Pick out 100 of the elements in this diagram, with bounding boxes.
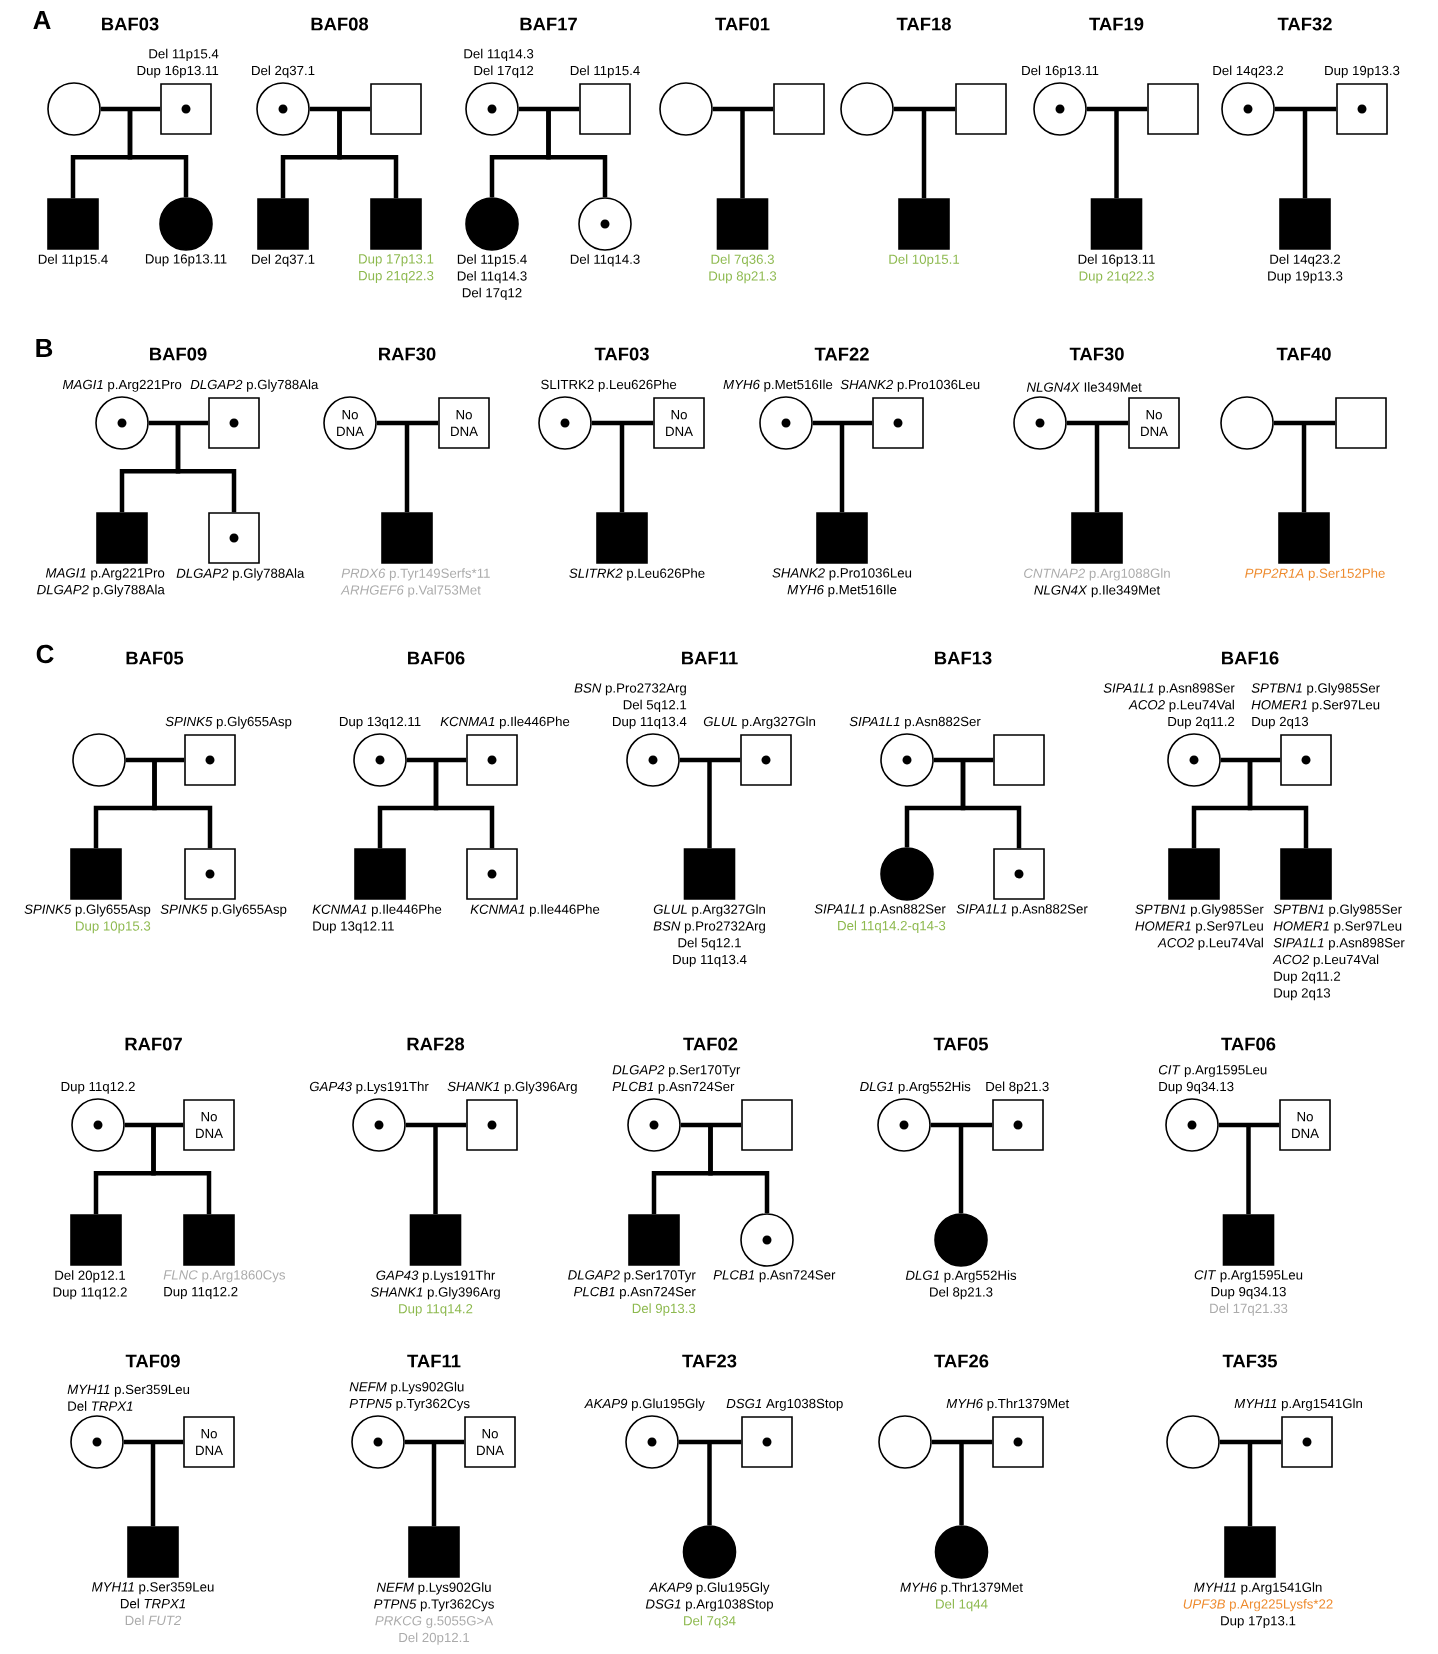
family-title: TAF30	[1069, 347, 1124, 361]
node-label: Del 5q12.1	[678, 937, 741, 951]
pedigree-square: No DNA	[183, 1099, 235, 1151]
node-label: GLUL p.Arg327Gln	[653, 904, 765, 917]
pedigree-square	[1147, 83, 1199, 135]
pedigree-square	[408, 1526, 460, 1578]
variant-annotation: SHANK1 p.Gly396Arg	[447, 1081, 577, 1094]
pedigree-circle	[95, 396, 149, 450]
descent-line	[1247, 1442, 1253, 1527]
variant-annotation: Del 16p13.11	[1022, 65, 1099, 78]
descent-line	[1301, 423, 1307, 513]
variant-annotation: KCNMA1 p.Ile446Phe Dup 13q12.11	[312, 904, 442, 934]
variant-annotation: Del 11q14.3	[570, 254, 640, 267]
variant-annotation: KCNMA1 p.Ile446Phe	[470, 904, 600, 917]
variant-annotation: Dup 13q12.11	[339, 716, 421, 729]
pedigree-square: No DNA	[1128, 397, 1180, 449]
pedigree-square	[208, 512, 260, 564]
pedigree-circle	[578, 197, 632, 251]
variant-annotation: Del 11p15.4 Dup 16p13.11	[137, 48, 219, 78]
mating-line	[680, 1122, 742, 1128]
variant-annotation: PRDX6 p.Tyr149Serfs*11 ARHGEF6 p.Val753Met	[340, 568, 490, 598]
family-title: TAF35	[1222, 1354, 1277, 1368]
mating-line	[518, 106, 580, 112]
pedigree-circle	[1013, 396, 1067, 450]
mating-line	[100, 106, 161, 112]
mating-line	[1273, 420, 1336, 426]
mating-line	[309, 106, 371, 112]
variant-annotation: Del 7q36.3 Dup 8p21.3	[709, 254, 777, 284]
node-label: NEFM p.Lys902Glu	[376, 1582, 491, 1595]
variant-annotation: DSG1 Arg1038Stop	[726, 1398, 843, 1411]
pedigree-square	[1279, 198, 1331, 250]
node-label: SIPA1L1 p.Asn898Ser	[1273, 938, 1405, 951]
pedigree-square	[184, 734, 236, 786]
pedigree-square	[96, 512, 148, 564]
descent-line	[337, 109, 399, 199]
variant-annotation: Del 10p15.1	[889, 254, 960, 267]
pedigree-square	[993, 734, 1045, 786]
variant-annotation: Del 11p15.4	[38, 254, 108, 267]
pedigree-circle	[880, 733, 934, 787]
pedigree-square	[1336, 83, 1388, 135]
variant-annotation: Del 14q23.2	[1213, 65, 1284, 78]
family-title: TAF05	[933, 1037, 988, 1051]
variant-annotation: Dup 17p13.1 Dup 21q22.3	[359, 254, 434, 283]
descent-line	[127, 109, 189, 198]
pedigree-circle	[351, 1415, 405, 1469]
family-title: BAF05	[126, 651, 184, 665]
pedigree-square	[816, 512, 868, 564]
variant-annotation: GLUL p.Arg327Gln BSN p.Pro2732Arg Del 5q12.1 Dup 11q13.4	[653, 904, 765, 967]
mating-line	[679, 757, 741, 763]
family-title: TAF23	[682, 1354, 737, 1368]
pedigree-circle	[625, 1415, 679, 1469]
panel-letter: B	[36, 339, 53, 357]
mating-line	[893, 106, 956, 112]
family-title: BAF08	[311, 17, 369, 31]
pedigree-square	[1281, 1416, 1333, 1468]
variant-annotation: SPINK5 p.Gly655Asp	[160, 904, 287, 917]
pedigree-square	[741, 1416, 793, 1468]
pedigree-circle	[70, 1415, 124, 1469]
pedigree-circle	[1220, 396, 1274, 450]
pedigree-square	[741, 1099, 793, 1151]
pedigree-square	[1222, 1214, 1275, 1266]
node-label: BSN p.Pro2732Arg	[653, 921, 765, 934]
pedigree-square	[1168, 848, 1220, 900]
family-title: TAF26	[934, 1354, 989, 1368]
pedigree-square	[898, 198, 950, 250]
pedigree-circle	[878, 1415, 932, 1469]
pedigree-square	[716, 198, 769, 250]
descent-line	[619, 423, 625, 513]
variant-annotation: MYH11 p.Arg1541Gln	[1234, 1398, 1362, 1411]
pedigree-square	[466, 734, 518, 786]
pedigree-circle	[1033, 82, 1087, 136]
node-label: Dup 11q13.4	[673, 954, 747, 967]
mating-line	[148, 420, 209, 426]
descent-line	[404, 423, 410, 513]
variant-annotation: DLGAP2 p.Gly788Ala	[190, 379, 319, 392]
descent-line	[958, 1125, 964, 1214]
node-label: PTPN5 p.Tyr362Cys	[374, 1599, 494, 1612]
pedigree-circle	[659, 82, 713, 136]
variant-annotation: Del 16p13.11 Dup 21q22.3	[1078, 254, 1155, 284]
variant-annotation: SPTBN1 p.Gly985Ser HOMER1 p.Ser97Leu SIPA1L1 p.Asn898Ser ACO2 p.Leu74Val Dup 2q11.2 Dup 2q13	[1272, 904, 1405, 1001]
variant-annotation: DLGAP2 p.Gly788Ala	[176, 568, 305, 581]
variant-annotation: DLGAP2 p.Ser170Tyr PLCB1 p.Asn724Ser	[612, 1065, 741, 1094]
pedigree-square	[1280, 734, 1332, 786]
pedigree-square	[208, 397, 260, 449]
mating-line	[931, 1439, 993, 1445]
mating-line	[812, 420, 873, 426]
pedigree-square	[683, 848, 736, 900]
variant-annotation: MYH6 p.Thr1379Met	[946, 1398, 1070, 1411]
mating-line	[1219, 1439, 1282, 1445]
mating-line	[1066, 420, 1129, 426]
node-label: SPTBN1 p.Gly985Ser	[1273, 904, 1402, 917]
variant-annotation: AKAP9 p.Glu195Gly	[584, 1398, 705, 1411]
variant-annotation: SPINK5 p.Gly655Asp	[165, 716, 292, 729]
pedigree-circle	[538, 396, 592, 450]
variant-annotation: MYH11 p.Arg1541Gln UPF3B p.Arg225Lysfs*22 Dup 17p13.1	[1183, 1582, 1333, 1629]
family-title: BAF11	[682, 651, 738, 665]
descent-line	[740, 109, 745, 199]
family-title: BAF03	[102, 17, 159, 31]
pedigree-circle	[256, 82, 310, 136]
variant-annotation: Del 11p15.4	[570, 65, 640, 78]
